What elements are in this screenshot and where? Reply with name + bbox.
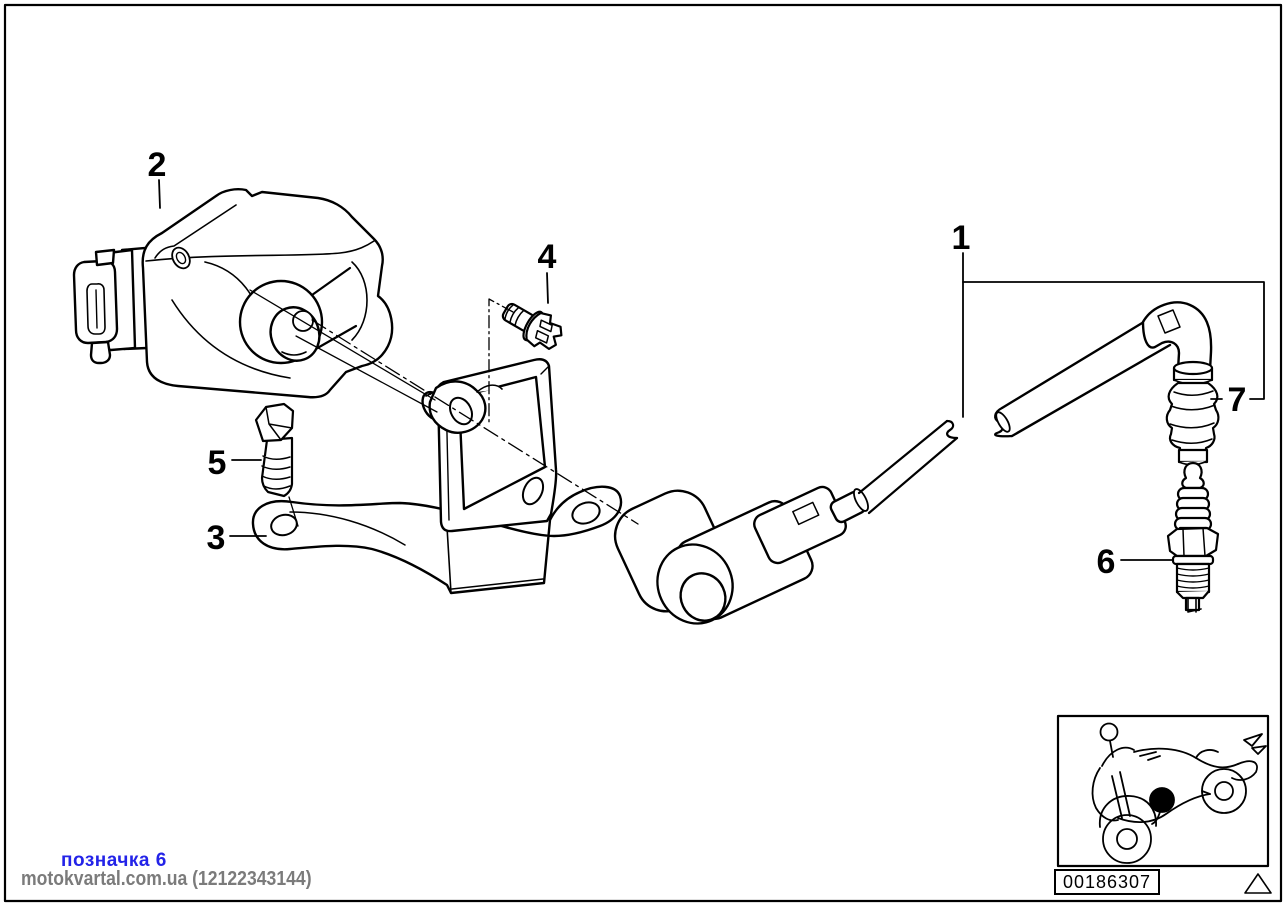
leader-2 xyxy=(158,179,161,209)
watermark-accent-text: позначка 6 xyxy=(61,850,167,871)
callout-leader-lines xyxy=(158,179,1265,561)
spark-plug-drawing xyxy=(1166,461,1220,613)
callout-3: 3 xyxy=(207,519,226,557)
warning-triangle-icon xyxy=(1244,873,1272,894)
callout-2: 2 xyxy=(148,146,167,184)
page-border xyxy=(3,3,1283,903)
ignition-coil-drawing xyxy=(72,188,394,399)
leader-4 xyxy=(546,272,549,304)
part-number-box: 00186307 xyxy=(1054,869,1160,895)
hex-bolt-drawing xyxy=(254,402,299,527)
location-dot xyxy=(1149,787,1175,813)
part-number-text: 00186307 xyxy=(1062,871,1152,892)
callout-4: 4 xyxy=(538,238,557,276)
callout-7: 7 xyxy=(1228,381,1247,419)
leader-1-bracket xyxy=(962,281,1265,400)
callout-1: 1 xyxy=(952,219,971,257)
spark-plug-connector-drawing xyxy=(1165,360,1220,466)
torx-screw-drawing xyxy=(501,302,563,350)
motorcycle-thumbnail xyxy=(1056,714,1270,868)
spark-plug-cable-drawing xyxy=(613,301,1213,625)
watermark-site-text: motokvartal.com.ua (12122343144) xyxy=(21,868,312,890)
coil-bracket-drawing xyxy=(251,358,623,595)
callout-6: 6 xyxy=(1097,543,1116,581)
callout-5: 5 xyxy=(208,444,227,482)
assembly-center-lines xyxy=(249,289,639,525)
